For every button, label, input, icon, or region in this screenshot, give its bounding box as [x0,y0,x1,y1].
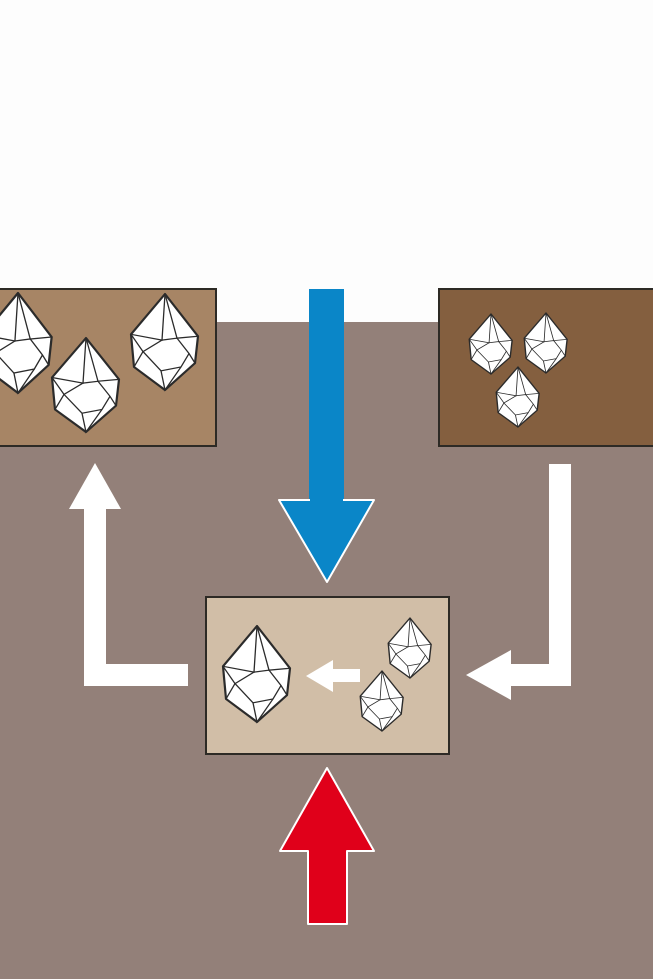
right-flow-arrow [466,464,571,700]
center-box [205,596,450,755]
blue-arrow [278,289,375,583]
left-flow-arrow [69,463,188,686]
red-arrow [279,767,375,925]
inner-arrow [306,660,360,692]
left-box [0,288,217,447]
right-box [438,288,653,447]
